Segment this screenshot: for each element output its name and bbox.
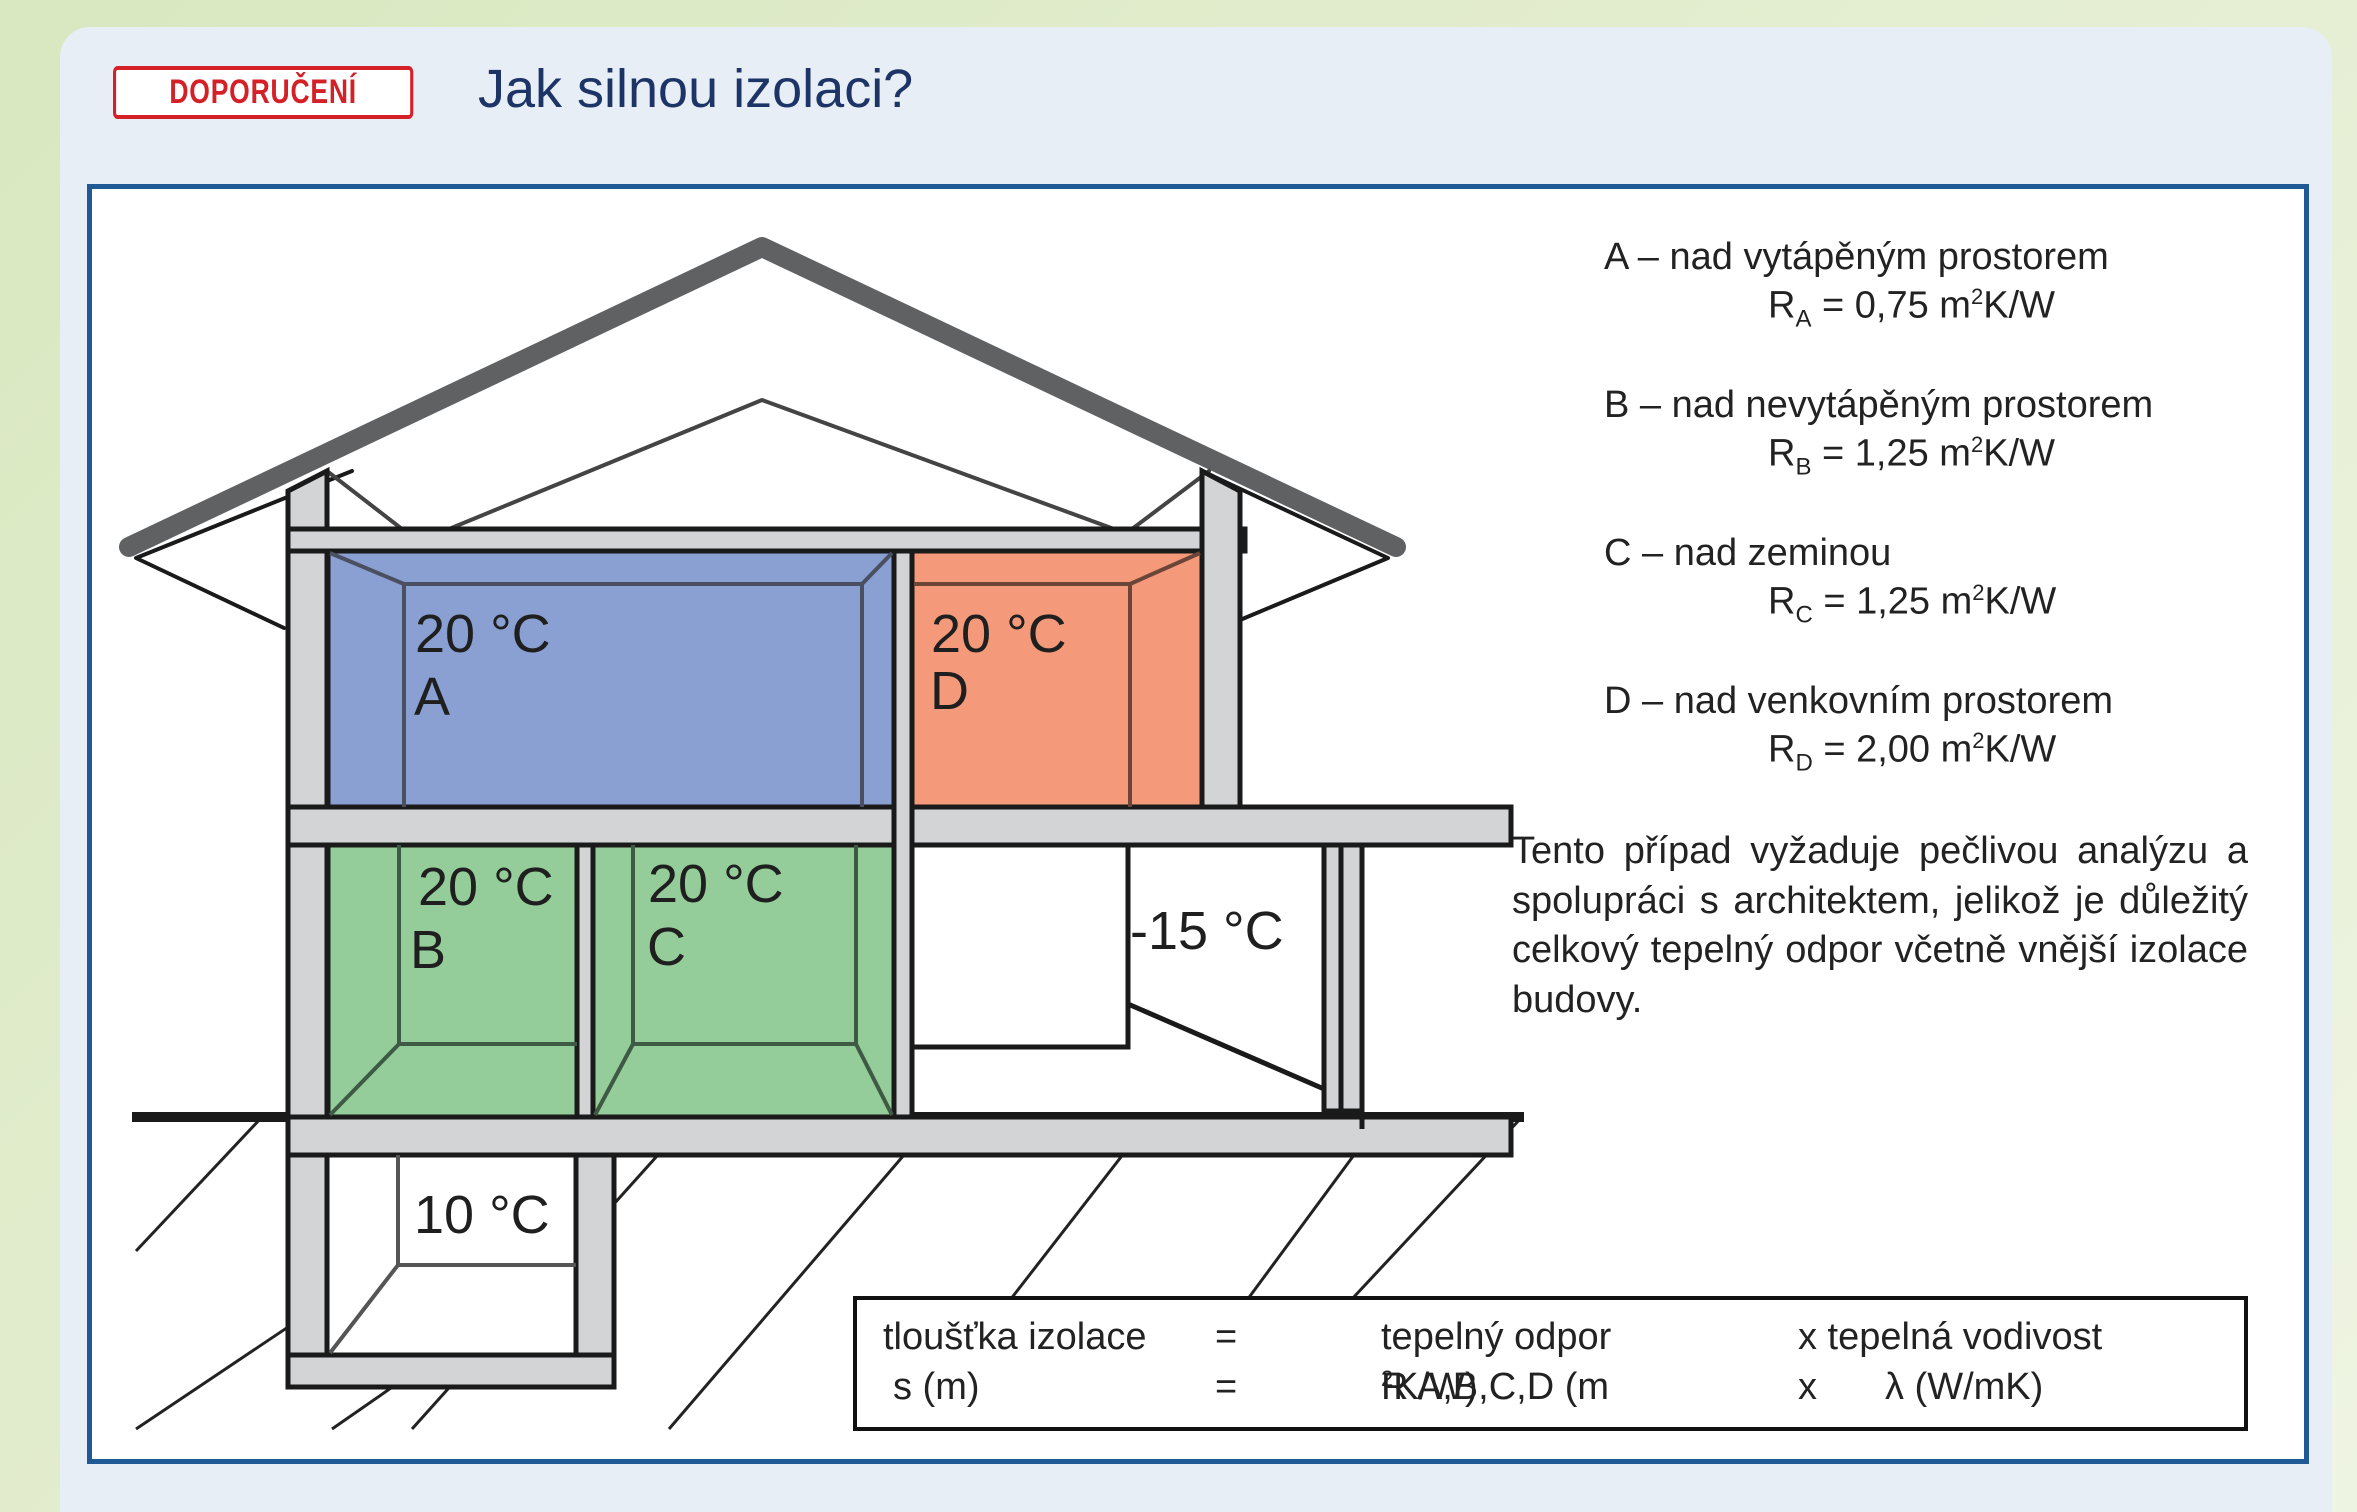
formula-equals: = [1215, 1316, 1238, 1358]
legend-resistance: RA = 0,75 m2K/W [1768, 284, 2055, 333]
room-d-temp: 20 °C [931, 604, 1067, 664]
room-b-label: B [410, 920, 446, 980]
formula-conductivity-symbol: λ (W/mK) [1885, 1366, 2044, 1408]
formula-thickness-label: tloušťka izolace [883, 1316, 1147, 1358]
cellar-temp: 10 °C [414, 1185, 550, 1245]
formula-thickness-symbol: s (m) [893, 1366, 980, 1408]
legend-item-a: A – nad vytápěným prostorem RA = 0,75 m2… [1604, 236, 2109, 332]
legend-item-c: C – nad zeminou RC = 1,25 m2K/W [1604, 532, 2056, 628]
outdoor-space [912, 845, 1365, 1129]
legend-item-d: D – nad venkovním prostorem RD = 2,00 m2… [1604, 680, 2114, 776]
room-c [590, 842, 897, 1120]
house-section-diagram: 20 °C A 20 °C D 20 °C B 20 °C C -15 °C 1… [119, 237, 1524, 1431]
legend-item-b: B – nad nevytápěným prostorem RB = 1,25 … [1604, 384, 2154, 480]
legend-title: D – nad venkovním prostorem [1604, 680, 2114, 722]
diagram-panel: 20 °C A 20 °C D 20 °C B 20 °C C -15 °C 1… [87, 184, 2309, 1464]
legend-resistance: RD = 2,00 m2K/W [1768, 728, 2057, 777]
formula-conductivity-label: x tepelná vodivost [1798, 1316, 2103, 1358]
analysis-note: Tento případ vyžaduje pečlivou analýzu a… [1512, 830, 2248, 1021]
room-b-temp: 20 °C [418, 857, 554, 917]
recommendation-badge: DOPORUČENÍ [113, 66, 414, 119]
legend-title: A – nad vytápěným prostorem [1604, 236, 2109, 278]
room-a-label: A [414, 667, 450, 727]
outdoor-temp: -15 °C [1130, 901, 1284, 961]
legend-resistance: RB = 1,25 m2K/W [1768, 432, 2055, 481]
formula-times: x [1798, 1366, 1817, 1408]
legend-resistance: RC = 1,25 m2K/W [1768, 580, 2057, 629]
legend-title: B – nad nevytápěným prostorem [1604, 384, 2154, 426]
room-d [909, 548, 1205, 810]
room-a [325, 548, 897, 810]
room-c-label: C [647, 917, 686, 977]
page-title: Jak silnou izolaci? [478, 59, 914, 119]
formula-equals: = [1215, 1366, 1238, 1408]
legend-title: C – nad zeminou [1604, 532, 1892, 574]
formula-resistance-label: tepelný odpor [1381, 1316, 1612, 1358]
room-a-temp: 20 °C [415, 604, 551, 664]
room-d-label: D [930, 661, 969, 721]
room-c-temp: 20 °C [648, 854, 784, 914]
formula-box: tloušťka izolace = tepelný odpor x tepel… [853, 1296, 2248, 1431]
building-walls [285, 466, 1514, 1390]
room-b [325, 842, 580, 1120]
roof [119, 237, 1406, 630]
cellar [324, 1152, 579, 1358]
